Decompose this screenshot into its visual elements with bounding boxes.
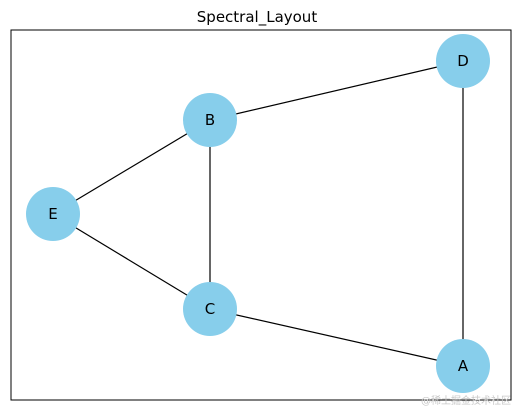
node-circle-b [183,93,237,147]
node-circle-a [436,339,490,393]
node-label-a: A [458,357,469,375]
node-circle-d [436,34,490,88]
edge-c-a [209,308,464,367]
node-b: B [183,93,237,147]
edge-c-e [52,213,211,310]
nodes-layer: A B C D E [26,34,490,393]
edge-b-e [52,119,211,215]
node-label-e: E [48,205,57,223]
node-circle-e [26,187,80,241]
watermark-text: @稀土掘金技术社区 [421,394,511,407]
node-d: D [436,34,490,88]
figure-title: Spectral_Layout [197,8,318,27]
node-label-d: D [457,52,469,70]
node-c: C [183,282,237,336]
node-label-c: C [205,300,215,318]
node-e: E [26,187,80,241]
node-label-b: B [205,111,215,129]
axes-frame [10,29,512,401]
node-circle-c [183,282,237,336]
edges-layer [52,60,464,367]
edge-b-d [209,60,464,121]
node-a: A [436,339,490,393]
